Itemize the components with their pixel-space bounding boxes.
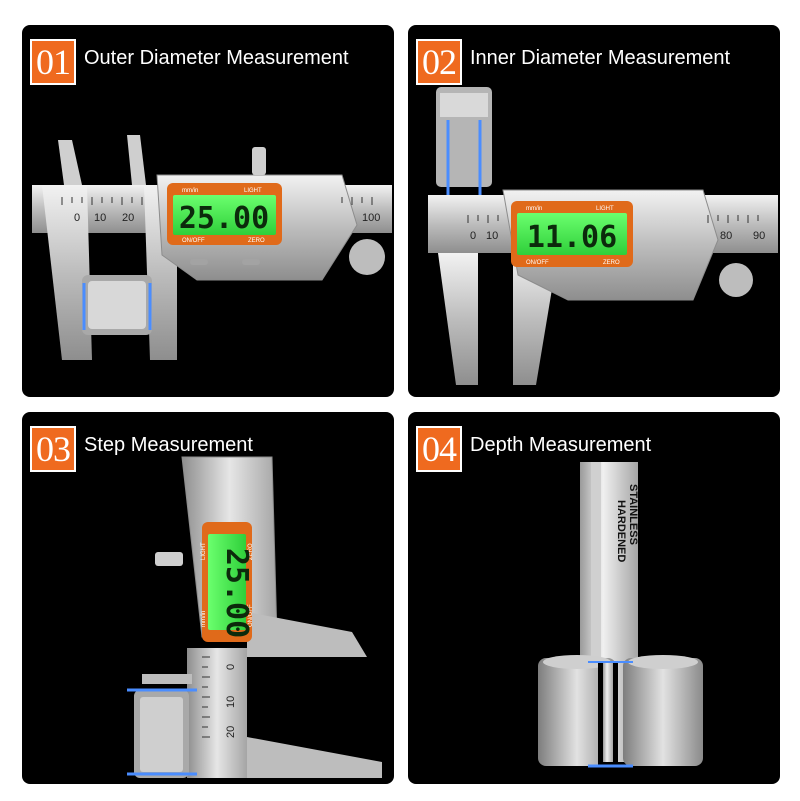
lcd-reading: 25.00 (219, 548, 254, 638)
caliper-depth-illustration: STAINLESS HARDENED (538, 462, 703, 768)
panel-inner-diameter: 0 10 80 90 mm/in LIGHT ON/OFF ZERO 11.06… (408, 25, 780, 397)
scale-label-20: 20 (225, 726, 237, 738)
scale-label-80: 80 (720, 230, 732, 242)
scale-ticks-left (61, 197, 373, 205)
step-number-badge: 03 (30, 426, 76, 472)
panel-step: 0 10 20 mm/in LIGHT ON/OFF ZERO 25.00 03… (22, 412, 394, 784)
lcd-reading: 11.06 (527, 220, 617, 255)
step-number-badge: 02 (416, 39, 462, 85)
light-label: LIGHT (244, 188, 262, 194)
zero-label: ZERO (603, 260, 620, 266)
scale-label-0: 0 (74, 212, 80, 224)
scale-ticks (467, 215, 759, 223)
scale-label-90: 90 (753, 230, 765, 242)
caliper-step-illustration: 0 10 20 mm/in LIGHT ON/OFF ZERO 25.00 (127, 456, 382, 778)
scale-label-10: 10 (225, 696, 237, 708)
panel-title: Step Measurement (84, 434, 253, 456)
panel-outer-diameter: 0 10 20 100 mm/in LIGHT ON/OFF ZERO 25.0… (22, 25, 394, 397)
panel-depth: STAINLESS HARDENED 04 Depth Measurement (408, 412, 780, 784)
unit-label: mm/in (182, 188, 198, 194)
panel-title: Outer Diameter Measurement (84, 47, 349, 69)
onoff-label: ON/OFF (182, 238, 205, 244)
step-number-badge: 01 (30, 39, 76, 85)
scale-label-0: 0 (470, 230, 476, 242)
light-label: LIGHT (596, 206, 614, 212)
panel-title: Depth Measurement (470, 434, 652, 456)
scale-ticks (202, 656, 210, 738)
scale-label-10: 10 (94, 212, 106, 224)
caliper-inner-illustration: 0 10 80 90 mm/in LIGHT ON/OFF ZERO 11.06 (428, 87, 778, 385)
scale-label-10: 10 (486, 230, 498, 242)
onoff-label: ON/OFF (526, 260, 549, 266)
caliper-outer-illustration: 0 10 20 100 mm/in LIGHT ON/OFF ZERO 25.0… (32, 135, 392, 360)
lcd-reading: 25.00 (179, 201, 269, 236)
zero-label: ZERO (248, 543, 254, 560)
engraving-hardened: HARDENED (615, 500, 627, 562)
engraving-stainless: STAINLESS (627, 484, 639, 545)
onoff-label: ON/OFF (248, 604, 254, 627)
panel-title: Inner Diameter Measurement (470, 47, 731, 69)
scale-label-20: 20 (122, 212, 134, 224)
scale-label-0: 0 (225, 664, 237, 670)
zero-label: ZERO (248, 238, 265, 244)
light-label: LIGHT (201, 542, 207, 560)
unit-label: mm/in (526, 206, 542, 212)
unit-label: mm/in (201, 611, 207, 627)
scale-label-100: 100 (362, 212, 380, 224)
step-number-badge: 04 (416, 426, 462, 472)
